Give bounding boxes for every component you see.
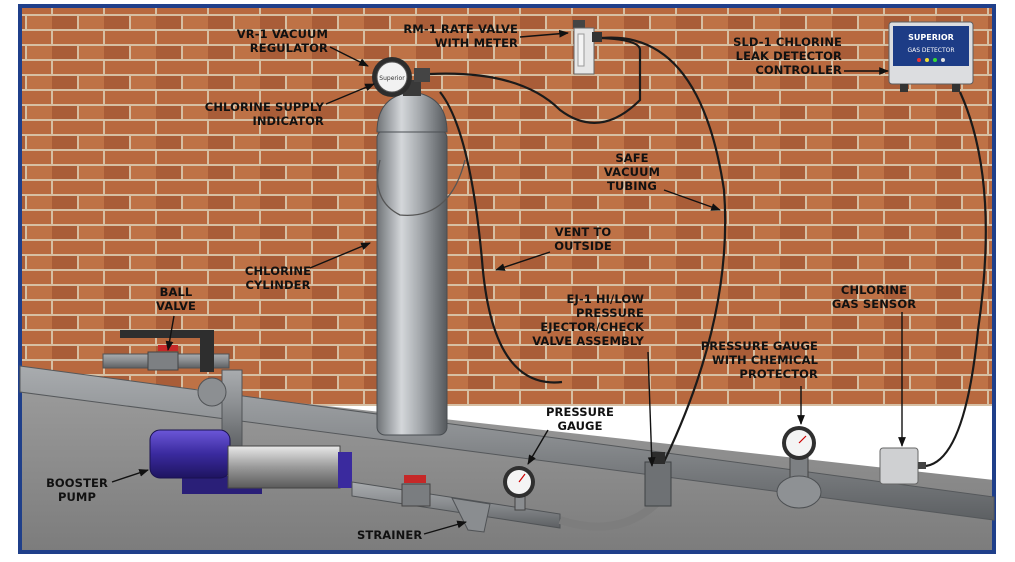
label-pressure-gauge: PRESSURE GAUGE [545,405,615,433]
detector-title-text: GAS DETECTOR [907,47,954,54]
discharge-line [351,466,663,533]
chlorine-cylinder [376,91,448,436]
gauge-with-protector [776,426,822,509]
label-ejector-check-valve: EJ-1 HI/LOW PRESSURE EJECTOR/CHECK VALVE… [532,292,644,348]
diagram-frame [18,4,996,554]
chlorine-gas-sensor [879,447,926,485]
label-rate-valve: RM-1 RATE VALVE WITH METER [403,22,518,50]
label-booster-pump: BOOSTER PUMP [46,476,108,504]
rate-valve-meter [573,20,602,75]
vacuum-regulator: Superior [372,57,430,97]
detector-brand-text: SUPERIOR [908,33,954,42]
label-safe-vacuum-tubing: SAFE VACUUM TUBING [603,151,661,193]
label-chlorine-cylinder: CHLORINE CYLINDER [244,264,312,292]
vacuum-tubing [429,36,987,471]
label-vent-to-outside: VENT TO OUTSIDE [554,225,612,253]
brick-wall [20,6,994,406]
label-chlorine-supply-indicator: CHLORINE SUPPLY INDICATOR [204,100,324,128]
label-ball-valve: BALL VALVE [155,285,197,313]
cylinder-chain [376,159,466,217]
label-chlorine-gas-sensor: CHLORINE GAS SENSOR [831,283,917,311]
regulator-face-text: Superior [379,75,405,82]
main-water-pipe [19,365,995,521]
booster-pump [149,429,352,494]
ejector-assembly [644,452,672,507]
label-leak-detector-controller: SLD-1 CHLORINE LEAK DETECTOR CONTROLLER [733,35,842,77]
label-pressure-gauge-chemical-protector: PRESSURE GAUGE WITH CHEMICAL PROTECTOR [700,339,818,381]
leader-lines [111,29,906,535]
label-vacuum-regulator: VR-1 VACUUM REGULATOR [236,27,328,55]
label-strainer: STRAINER [357,528,423,542]
gas-detector-controller: SUPERIOR GAS DETECTOR [888,21,974,92]
